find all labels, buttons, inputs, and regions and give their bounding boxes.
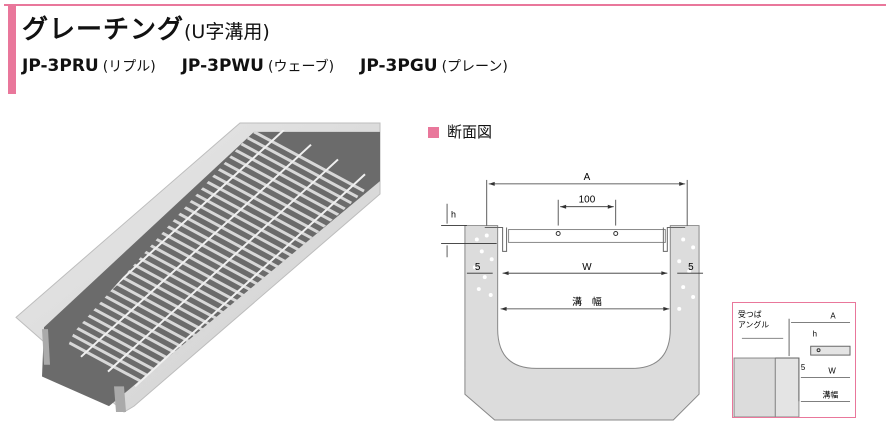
grating-crossbar	[80, 143, 312, 358]
title-main: グレーチング	[22, 15, 185, 45]
model-item: JP-3PGU(プレーン)	[360, 56, 508, 76]
title-accent-bar	[8, 5, 16, 94]
section-heading: 断面図	[428, 123, 492, 141]
grating-bar	[189, 190, 302, 253]
grating-bar	[227, 154, 340, 217]
dim-gap-left: 5	[475, 262, 481, 273]
grating-crossbar	[107, 158, 339, 373]
cross-section-diagram: A 100 h 5 5 W 溝 幅	[441, 172, 704, 421]
grating-bar	[202, 178, 314, 241]
grating-bar	[151, 226, 263, 289]
model-kana: (プレーン)	[441, 59, 508, 75]
model-item: JP-3PRU(リプル)	[22, 56, 156, 76]
model-kana: (ウェーブ)	[267, 59, 335, 75]
grating-bar	[221, 160, 333, 223]
grating-bar	[100, 274, 212, 336]
square-bullet-icon	[428, 126, 439, 138]
dim-pitch: 100	[579, 195, 596, 206]
grating-photo	[15, 122, 381, 413]
grating-bar	[234, 148, 346, 211]
model-code: JP-3PWU	[181, 56, 264, 76]
grating-bar	[145, 232, 257, 294]
grating-bar	[113, 262, 225, 324]
page-title: グレーチング(U字溝用)	[22, 14, 270, 48]
grating-bar	[94, 280, 206, 342]
model-code: JP-3PGU	[360, 56, 438, 76]
model-item: JP-3PWU(ウェーブ)	[182, 56, 334, 76]
angle-label-2: アングル	[738, 320, 769, 330]
dim-A: A	[584, 172, 591, 183]
top-rule	[4, 4, 886, 6]
detail-inset: 受つば アングル A h 5 W 溝幅	[732, 302, 856, 418]
section-heading-text: 断面図	[447, 123, 493, 141]
grating-bar	[87, 286, 200, 348]
model-kana: (リプル)	[102, 59, 156, 75]
grating-bar	[126, 250, 238, 312]
grating-bar	[132, 244, 244, 306]
grating-bar	[170, 208, 282, 271]
grating-bar	[196, 184, 308, 247]
detail-W: W	[828, 367, 836, 376]
dim-gap-right: 5	[688, 262, 694, 273]
dim-groove: 溝 幅	[572, 295, 602, 308]
model-code: JP-3PRU	[22, 56, 99, 76]
grating-bar	[119, 256, 232, 318]
grating-bar	[164, 214, 276, 277]
grating-bar	[208, 172, 321, 235]
grating-bar	[183, 196, 295, 259]
model-list: JP-3PRU(リプル) JP-3PWU(ウェーブ) JP-3PGU(プレーン)	[22, 55, 528, 78]
grating-bar	[106, 268, 219, 330]
grating-bar	[215, 166, 327, 229]
title-sub: (U字溝用)	[184, 21, 270, 43]
grating-bar	[176, 202, 289, 265]
detail-groove: 溝幅	[823, 389, 839, 399]
detail-h: h	[813, 329, 817, 338]
dim-W: W	[582, 262, 592, 273]
grating-bar	[157, 220, 270, 283]
detail-gap: 5	[801, 363, 806, 372]
dim-h: h	[451, 210, 456, 220]
detail-A: A	[830, 312, 836, 321]
grating-bar	[138, 238, 251, 300]
angle-label-1: 受つば	[738, 309, 762, 319]
grating-bar	[81, 291, 193, 354]
grating-crossbar	[134, 173, 366, 388]
